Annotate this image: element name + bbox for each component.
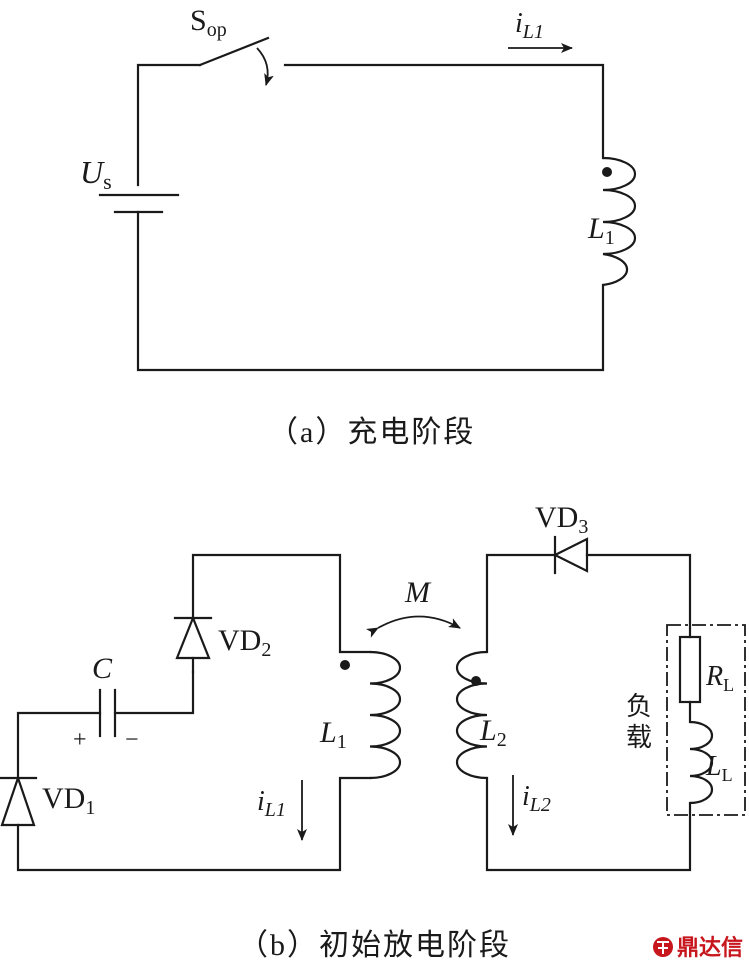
watermark-text: 鼎达信 [677,935,743,961]
wire-b-top-right-a [485,553,555,654]
inductor-ll [689,720,714,805]
wire-a-left-top [136,63,202,187]
mutual-inductance-m: M [365,576,461,638]
diode-vd2: VD2 [173,615,271,674]
polarity-dot [602,167,612,177]
wire-b-bottom-left [16,776,372,872]
load-block: RL LL 负 载 [626,624,746,816]
capacitor-c: C + − [73,652,139,753]
wire-b-bottom-right [485,776,692,872]
wire-b-top-right-b [585,553,692,639]
caption-b: （b）初始放电阶段 [238,929,511,962]
wire-b-top-left [191,553,372,654]
vd1-label: VD1 [42,782,95,819]
source-label: Us [80,154,112,194]
resistor-rl [678,635,702,704]
switch-label: Sop [190,4,227,41]
wire-b-left [16,711,102,780]
wire-b-cap-vd2 [113,670,195,715]
current-label: iL1 [515,8,544,43]
current-arrow-il1: iL1 [508,8,573,53]
resistor-label: RL [705,661,734,695]
wire-a-bottom [136,210,605,372]
load-label-2: 载 [626,723,652,753]
wire-a-top-right [283,63,605,160]
current2-label: iL2 [522,781,551,816]
current-arrow-il2: iL2 [508,775,551,836]
capacitor-minus: − [125,727,139,753]
vd2-label: VD2 [218,624,271,661]
inductor2-label: L2 [479,714,507,751]
polarity-dot [340,660,350,670]
inductor-l1-a: L1 [587,156,637,287]
inductor-label: L1 [587,212,615,249]
capacitor-plus: + [73,727,87,753]
inductor-l1-b: L1 [319,650,402,780]
vd3-label: VD3 [535,501,588,538]
load-label-1: 负 [626,692,652,722]
current-arrow-il1-b: iL1 [257,780,307,841]
watermark-logo: 鼎达信 [653,935,743,961]
caption-a: （a）充电阶段 [268,416,475,449]
diagram-a: Sop Us iL1 L1 （a）充电阶段 [80,4,637,449]
inductor1-label: L1 [319,716,347,753]
diagram-b: C + − VD1 VD2 L1 iL1 [0,501,746,962]
capacitor-label: C [92,652,113,685]
battery-us: Us [80,154,180,214]
load-inductor-label: LL [705,751,733,785]
diode-vd3: VD3 [535,501,588,575]
inductor-l2: L2 [455,650,507,780]
polarity-dot [471,676,481,686]
mutual-label: M [404,576,432,609]
diode-vd1: VD1 [0,774,95,827]
current1-label: iL1 [257,786,286,821]
switch-sop: Sop [190,4,274,86]
